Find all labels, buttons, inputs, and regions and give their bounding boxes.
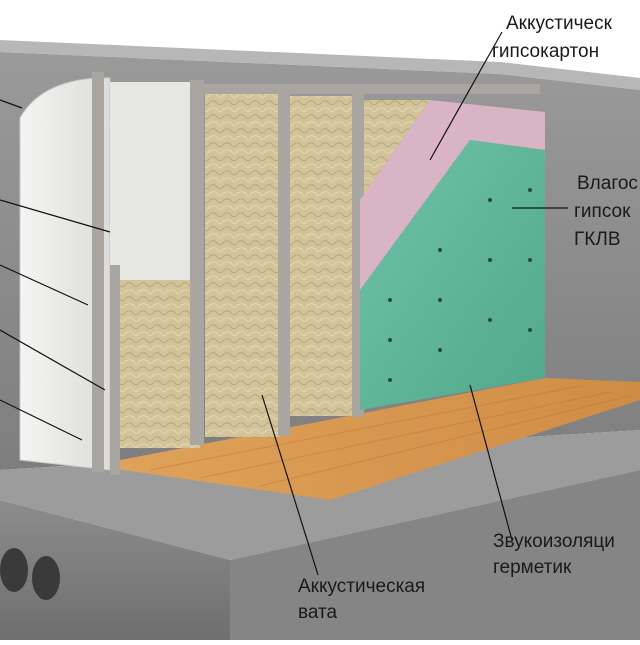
slab-hollow-core — [0, 548, 28, 592]
label-moisture-drywall-line2: гипсок — [574, 201, 631, 222]
mineral-wool-panel — [285, 96, 355, 416]
mineral-wool-panel — [205, 92, 280, 437]
concrete-wall-top — [0, 40, 640, 90]
metal-stud — [110, 265, 120, 475]
label-moisture-drywall-line1: Влагос — [577, 173, 638, 194]
label-acoustic-drywall-line1: Аккустическ — [506, 13, 612, 34]
mineral-wool-panel — [120, 280, 200, 448]
metal-top-track — [190, 84, 540, 94]
white-drywall-layer — [110, 82, 190, 282]
slab-hollow-core — [32, 556, 60, 600]
acoustic-drywall-board — [360, 100, 545, 290]
metal-stud — [190, 80, 204, 445]
drywall-screws — [388, 188, 532, 382]
metal-stud — [278, 88, 290, 436]
label-sound-insulation-line2: герметик — [493, 557, 572, 578]
label-acoustic-wool-line1: Аккустическая — [298, 576, 426, 597]
leader-lines — [0, 31, 568, 576]
floor-slab-side — [230, 470, 640, 640]
label-acoustic-drywall-line2: гипсокартон — [492, 41, 600, 62]
floor-slab-front — [0, 500, 230, 640]
metal-stud — [92, 72, 104, 472]
label-moisture-drywall-line3: ГКЛВ — [574, 229, 621, 250]
label-sound-insulation-line1: Звукоизоляци — [493, 531, 615, 552]
moisture-resistant-drywall-board — [360, 140, 545, 410]
label-acoustic-wool-line2: вата — [298, 602, 338, 623]
